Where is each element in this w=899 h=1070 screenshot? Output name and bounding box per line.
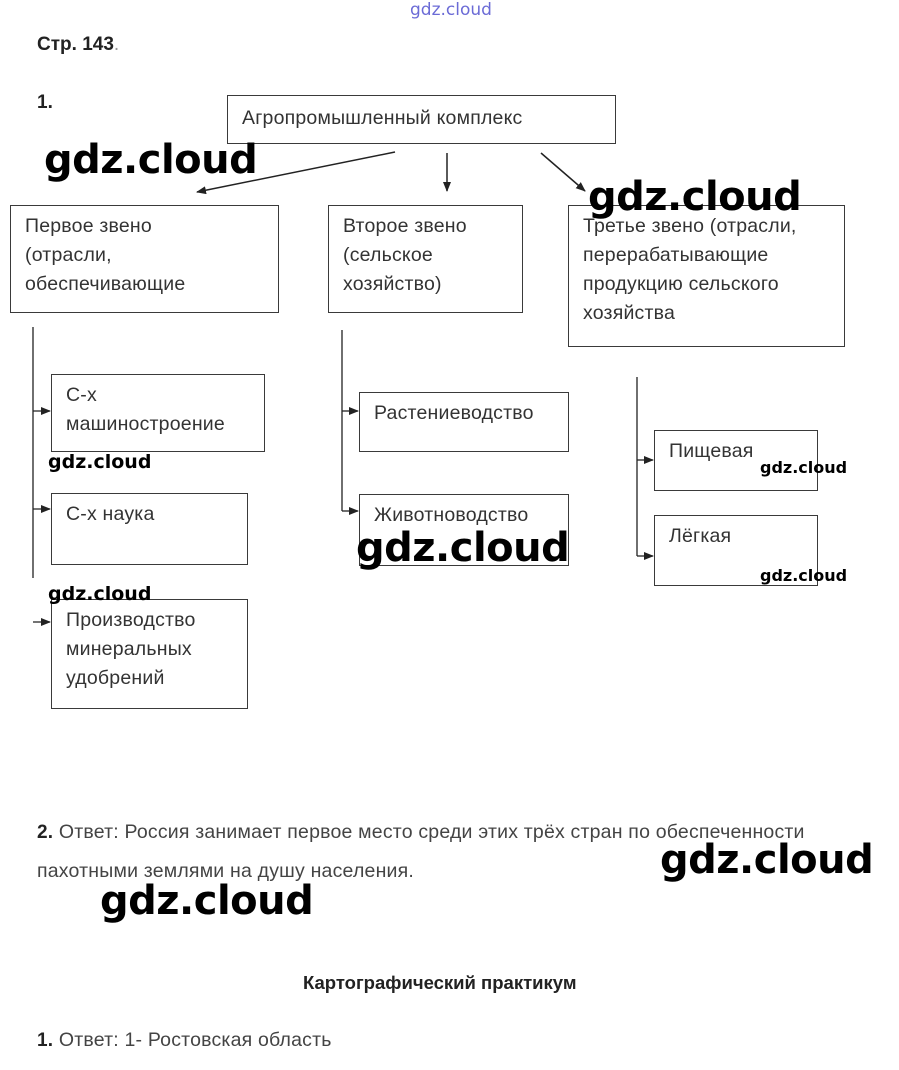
task2-number: 2.: [37, 822, 54, 843]
page-label-text: Стр. 143: [37, 34, 114, 55]
link3-item1-box: Пищевая: [654, 430, 818, 491]
root-box: Агропромышленный комплекс: [227, 95, 616, 144]
watermark-1: gdz.cloud: [44, 137, 258, 183]
link1-item1-box: С-х машиностроение: [51, 374, 265, 452]
practicum-answer: Ответ: 1- Ростовская область: [53, 1029, 332, 1051]
link3-item2-box: Лёгкая: [654, 515, 818, 586]
link2-item1-box: Растениеводство: [359, 392, 569, 452]
link1-item3-box: Производство минеральных удобрений: [51, 599, 248, 709]
task2-line1-text: Ответ: Россия занимает первое место сред…: [53, 821, 805, 843]
watermark-3: gdz.cloud: [48, 451, 152, 473]
link1-item2-box: С-х наука: [51, 493, 248, 565]
link2-box: Второе звено (сельское хозяйство): [328, 205, 523, 313]
arrow-root-to-link1: [196, 151, 396, 195]
page-label: Стр. 143.: [37, 34, 119, 56]
practicum-title: Картографический практикум: [303, 972, 577, 993]
watermark-7: gdz.cloud: [48, 583, 152, 605]
watermark-top: gdz.cloud: [410, 0, 492, 20]
task2-line1: 2. Ответ: Россия занимает первое место с…: [37, 821, 805, 844]
page-label-dot: .: [113, 34, 120, 55]
watermark-4: gdz.cloud: [760, 458, 848, 477]
link2-item2-box: Животноводство: [359, 494, 569, 566]
link3-box: Третье звено (отрасли, перерабатывающие …: [568, 205, 845, 347]
arrow-root-to-link3: [540, 152, 586, 192]
link1-box: Первое звено (отрасли, обеспечивающие: [10, 205, 279, 313]
watermark-9: gdz.cloud: [100, 878, 314, 924]
task1-number: 1.: [37, 92, 53, 113]
practicum-answer-line: 1. Ответ: 1- Ростовская область: [37, 1029, 332, 1052]
practicum-number: 1.: [37, 1030, 54, 1051]
watermark-8: gdz.cloud: [660, 837, 874, 883]
watermark-6: gdz.cloud: [760, 566, 848, 585]
watermark-5: gdz.cloud: [356, 525, 570, 571]
task2-line2: пахотными землями на душу населения.: [37, 860, 415, 882]
watermark-2: gdz.cloud: [588, 174, 802, 220]
